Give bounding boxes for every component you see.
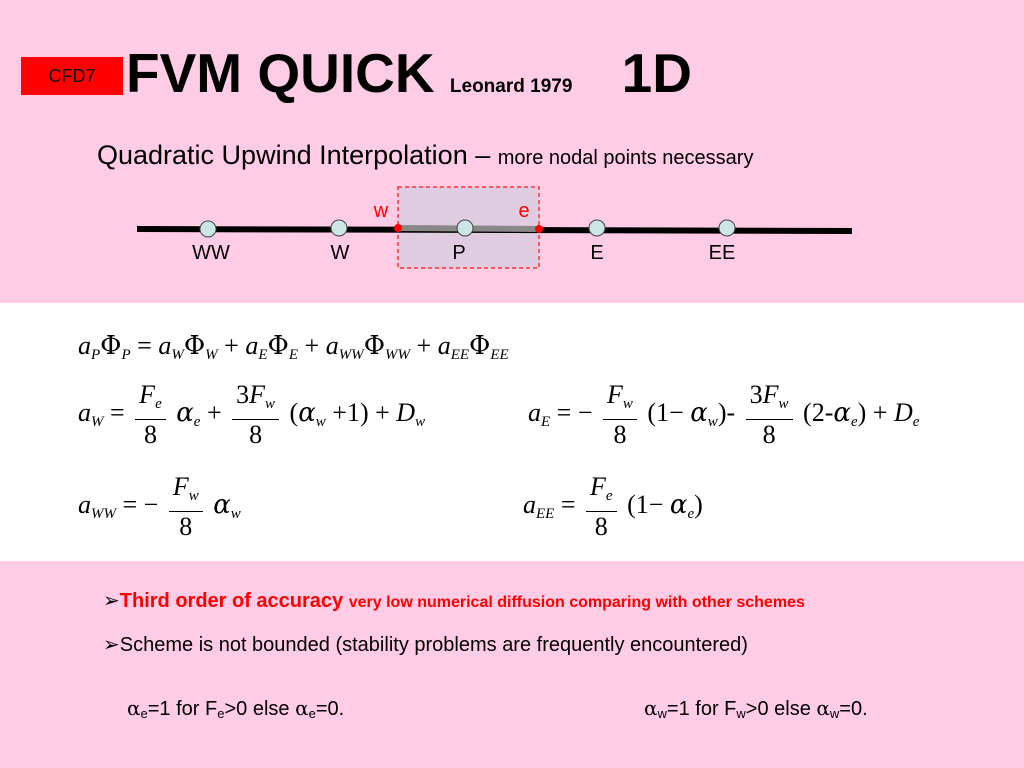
- subtitle-main: Quadratic Upwind Interpolation –: [97, 140, 491, 170]
- grid-diagram: w e WW W P E EE: [136, 186, 853, 269]
- node-ww-label: WW: [192, 242, 230, 264]
- main-equation: aPΦP = aWΦW + aEΦE + aWWΦWW + aEEΦEE: [78, 331, 509, 363]
- bullet-strong-text: Third order of accuracy: [119, 590, 344, 612]
- node-ww: [199, 220, 217, 238]
- face-w-label: w: [373, 200, 389, 222]
- face-e-point: [535, 225, 543, 233]
- node-w-label: W: [331, 242, 350, 264]
- bullet-arrow-icon: ➢: [103, 634, 120, 656]
- title-dimension: 1D: [621, 42, 692, 104]
- slide-title: FVM QUICK Leonard 1979 1D: [126, 38, 692, 122]
- node-e: [588, 219, 606, 237]
- node-w: [330, 219, 348, 237]
- node-ee: [718, 219, 736, 237]
- bullet-detail-text: very low numerical diffusion comparing w…: [348, 594, 805, 611]
- title-main: FVM QUICK: [126, 42, 435, 104]
- alpha-w-condition: αw=1 for Fw>0 else αw=0.: [644, 696, 868, 721]
- face-w-point: [394, 224, 402, 232]
- equations-panel: [0, 303, 1024, 561]
- node-e-label: E: [590, 242, 603, 264]
- alpha-symbol: α: [644, 696, 658, 720]
- bullet-text: Scheme is not bounded (stability problem…: [119, 634, 748, 656]
- slide-number-badge: CFD7: [21, 57, 123, 95]
- node-p-label: P: [452, 242, 465, 264]
- alpha-e-condition: αe=1 for Fe>0 else αe=0.: [127, 696, 345, 721]
- face-e-label: e: [518, 200, 529, 222]
- bullet-boundedness: ➢Scheme is not bounded (stability proble…: [103, 632, 748, 657]
- bullet-accuracy: ➢Third order of accuracy very low numeri…: [103, 588, 805, 613]
- alpha-symbol: α: [127, 696, 141, 720]
- node-ee-label: EE: [709, 242, 736, 264]
- bullet-arrow-icon: ➢: [103, 590, 120, 612]
- subtitle-detail: more nodal points necessary: [497, 147, 754, 169]
- slide-subtitle: Quadratic Upwind Interpolation – more no…: [97, 140, 753, 171]
- title-author: Leonard 1979: [449, 76, 573, 97]
- node-p: [456, 219, 474, 237]
